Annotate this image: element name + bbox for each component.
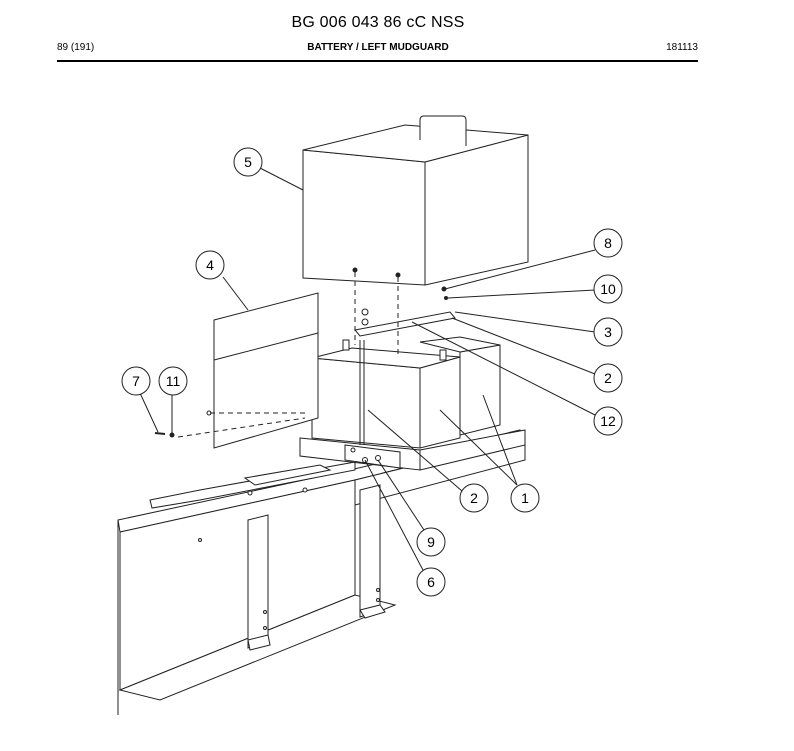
- svg-text:11: 11: [166, 373, 181, 389]
- callout-1: 1: [510, 483, 540, 513]
- svg-text:8: 8: [604, 235, 612, 251]
- callout-10: 10: [593, 274, 623, 304]
- svg-text:5: 5: [244, 154, 252, 170]
- leader-lines: [139, 167, 596, 573]
- document-date: 181113: [666, 42, 698, 53]
- callout-3: 3: [593, 317, 623, 347]
- svg-text:2: 2: [470, 490, 478, 506]
- callout-6: 6: [416, 567, 446, 597]
- callout-9: 9: [416, 527, 446, 557]
- callout-5: 5: [233, 147, 263, 177]
- battery-cover: [302, 115, 529, 300]
- svg-text:9: 9: [427, 534, 435, 550]
- callout-2-right: 2: [593, 363, 623, 393]
- svg-text:12: 12: [600, 413, 616, 429]
- chassis-frame: [117, 429, 526, 715]
- svg-text:7: 7: [132, 373, 140, 389]
- callout-7: 7: [121, 366, 151, 396]
- section-title: BATTERY / LEFT MUDGUARD: [307, 42, 449, 53]
- clamp-bar: [354, 308, 456, 337]
- svg-text:10: 10: [600, 281, 616, 297]
- callout-11: 11: [158, 366, 188, 396]
- callouts: 5 4 8 10 3 2 12 7 11 2 1 9 6: [121, 147, 623, 597]
- callout-8: 8: [593, 228, 623, 258]
- svg-text:2: 2: [604, 370, 612, 386]
- assembly-lines: [177, 272, 399, 438]
- callout-2-bottom: 2: [459, 483, 489, 513]
- header-rule: [57, 60, 698, 62]
- svg-text:3: 3: [604, 324, 612, 340]
- left-mudguard: [154, 292, 319, 449]
- callout-4: 4: [195, 250, 225, 280]
- battery-tray: [299, 429, 526, 471]
- page-number: 89 (191): [57, 42, 95, 53]
- svg-text:1: 1: [521, 490, 529, 506]
- batteries: [311, 336, 501, 449]
- svg-text:6: 6: [427, 574, 435, 590]
- document-title: BG 006 043 86 cC NSS: [291, 14, 465, 31]
- callout-12: 12: [593, 406, 623, 436]
- svg-text:4: 4: [206, 257, 214, 273]
